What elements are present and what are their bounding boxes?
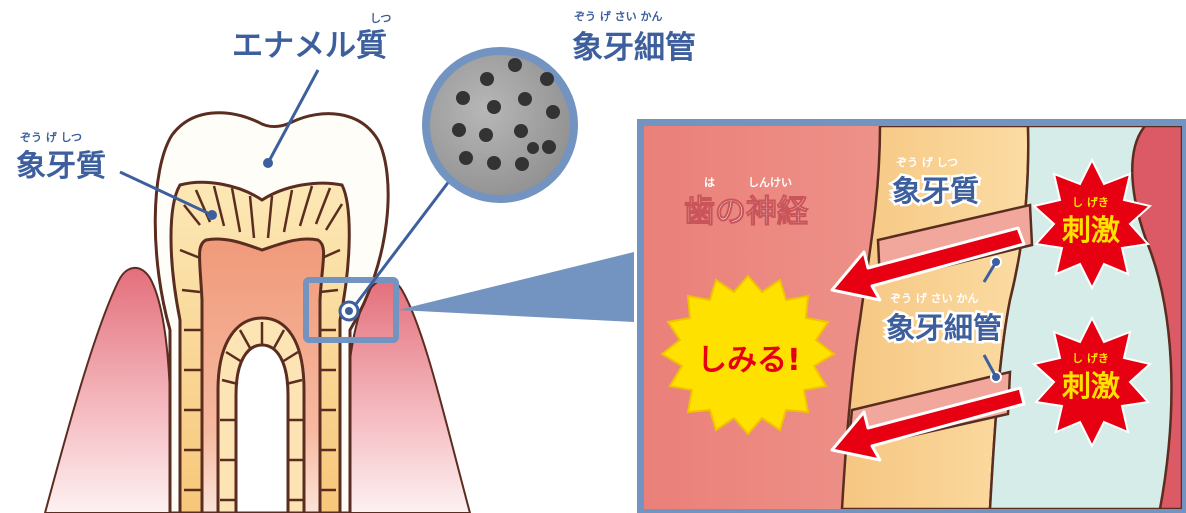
stimulus-2-ruby: し げき [1072, 351, 1109, 365]
stimulus-1-ruby: し げき [1072, 195, 1109, 209]
zoom-source-box [303, 277, 399, 343]
tubule-magnifier [422, 47, 578, 203]
zoom-tubule-callout [982, 256, 1002, 383]
tubule-top-ruby: ぞう げ さい かん [574, 9, 663, 23]
pain-burst [660, 274, 836, 436]
enamel-leader-line [266, 69, 320, 164]
dentin-tubules [179, 185, 344, 492]
stimulus-1-label: 刺激 [1062, 213, 1120, 247]
root-arch-tubules [220, 322, 304, 502]
gum-right [346, 278, 472, 513]
zoom-gum [1131, 126, 1182, 509]
gum-left [43, 267, 171, 513]
tubule-top-label: 象牙細管 [572, 30, 696, 66]
stimulus-burst-2 [1031, 315, 1153, 449]
tubule-pointer-dot [345, 307, 353, 315]
zoom-enamel-band [988, 126, 1182, 509]
stimulus-arrow-1 [830, 226, 1026, 302]
zoom-tubule-label: 象牙細管 [886, 311, 1002, 345]
tubule-leader-line [354, 179, 452, 305]
zoom-dentin-ruby: ぞう げ しつ [896, 155, 958, 169]
zoom-connector [398, 252, 634, 322]
enamel-ruby: しつ [370, 12, 391, 25]
nerve-ruby-ha: は [704, 176, 715, 189]
dentin-label: 象牙質 [16, 149, 106, 184]
tooth-root-gap [234, 343, 290, 513]
stimulus-burst-1 [1031, 157, 1153, 291]
zoom-tubule-ruby: ぞう げ さい かん [890, 291, 979, 305]
dentin-ruby: ぞう げ しつ [20, 130, 82, 144]
stimulus-2-label: 刺激 [1062, 369, 1120, 403]
pain-label: しみる! [697, 343, 801, 378]
nerve-label: 歯の神経 [684, 194, 809, 230]
tubule-holes [452, 58, 560, 171]
stimulus-arrow-2 [830, 386, 1026, 462]
nerve-ruby-shinkei: しんけい [748, 176, 792, 189]
dentin-leader-line [119, 170, 213, 217]
enamel-label: エナメル質 [232, 28, 387, 64]
zoom-dentin-label: 象牙質 [892, 174, 979, 208]
